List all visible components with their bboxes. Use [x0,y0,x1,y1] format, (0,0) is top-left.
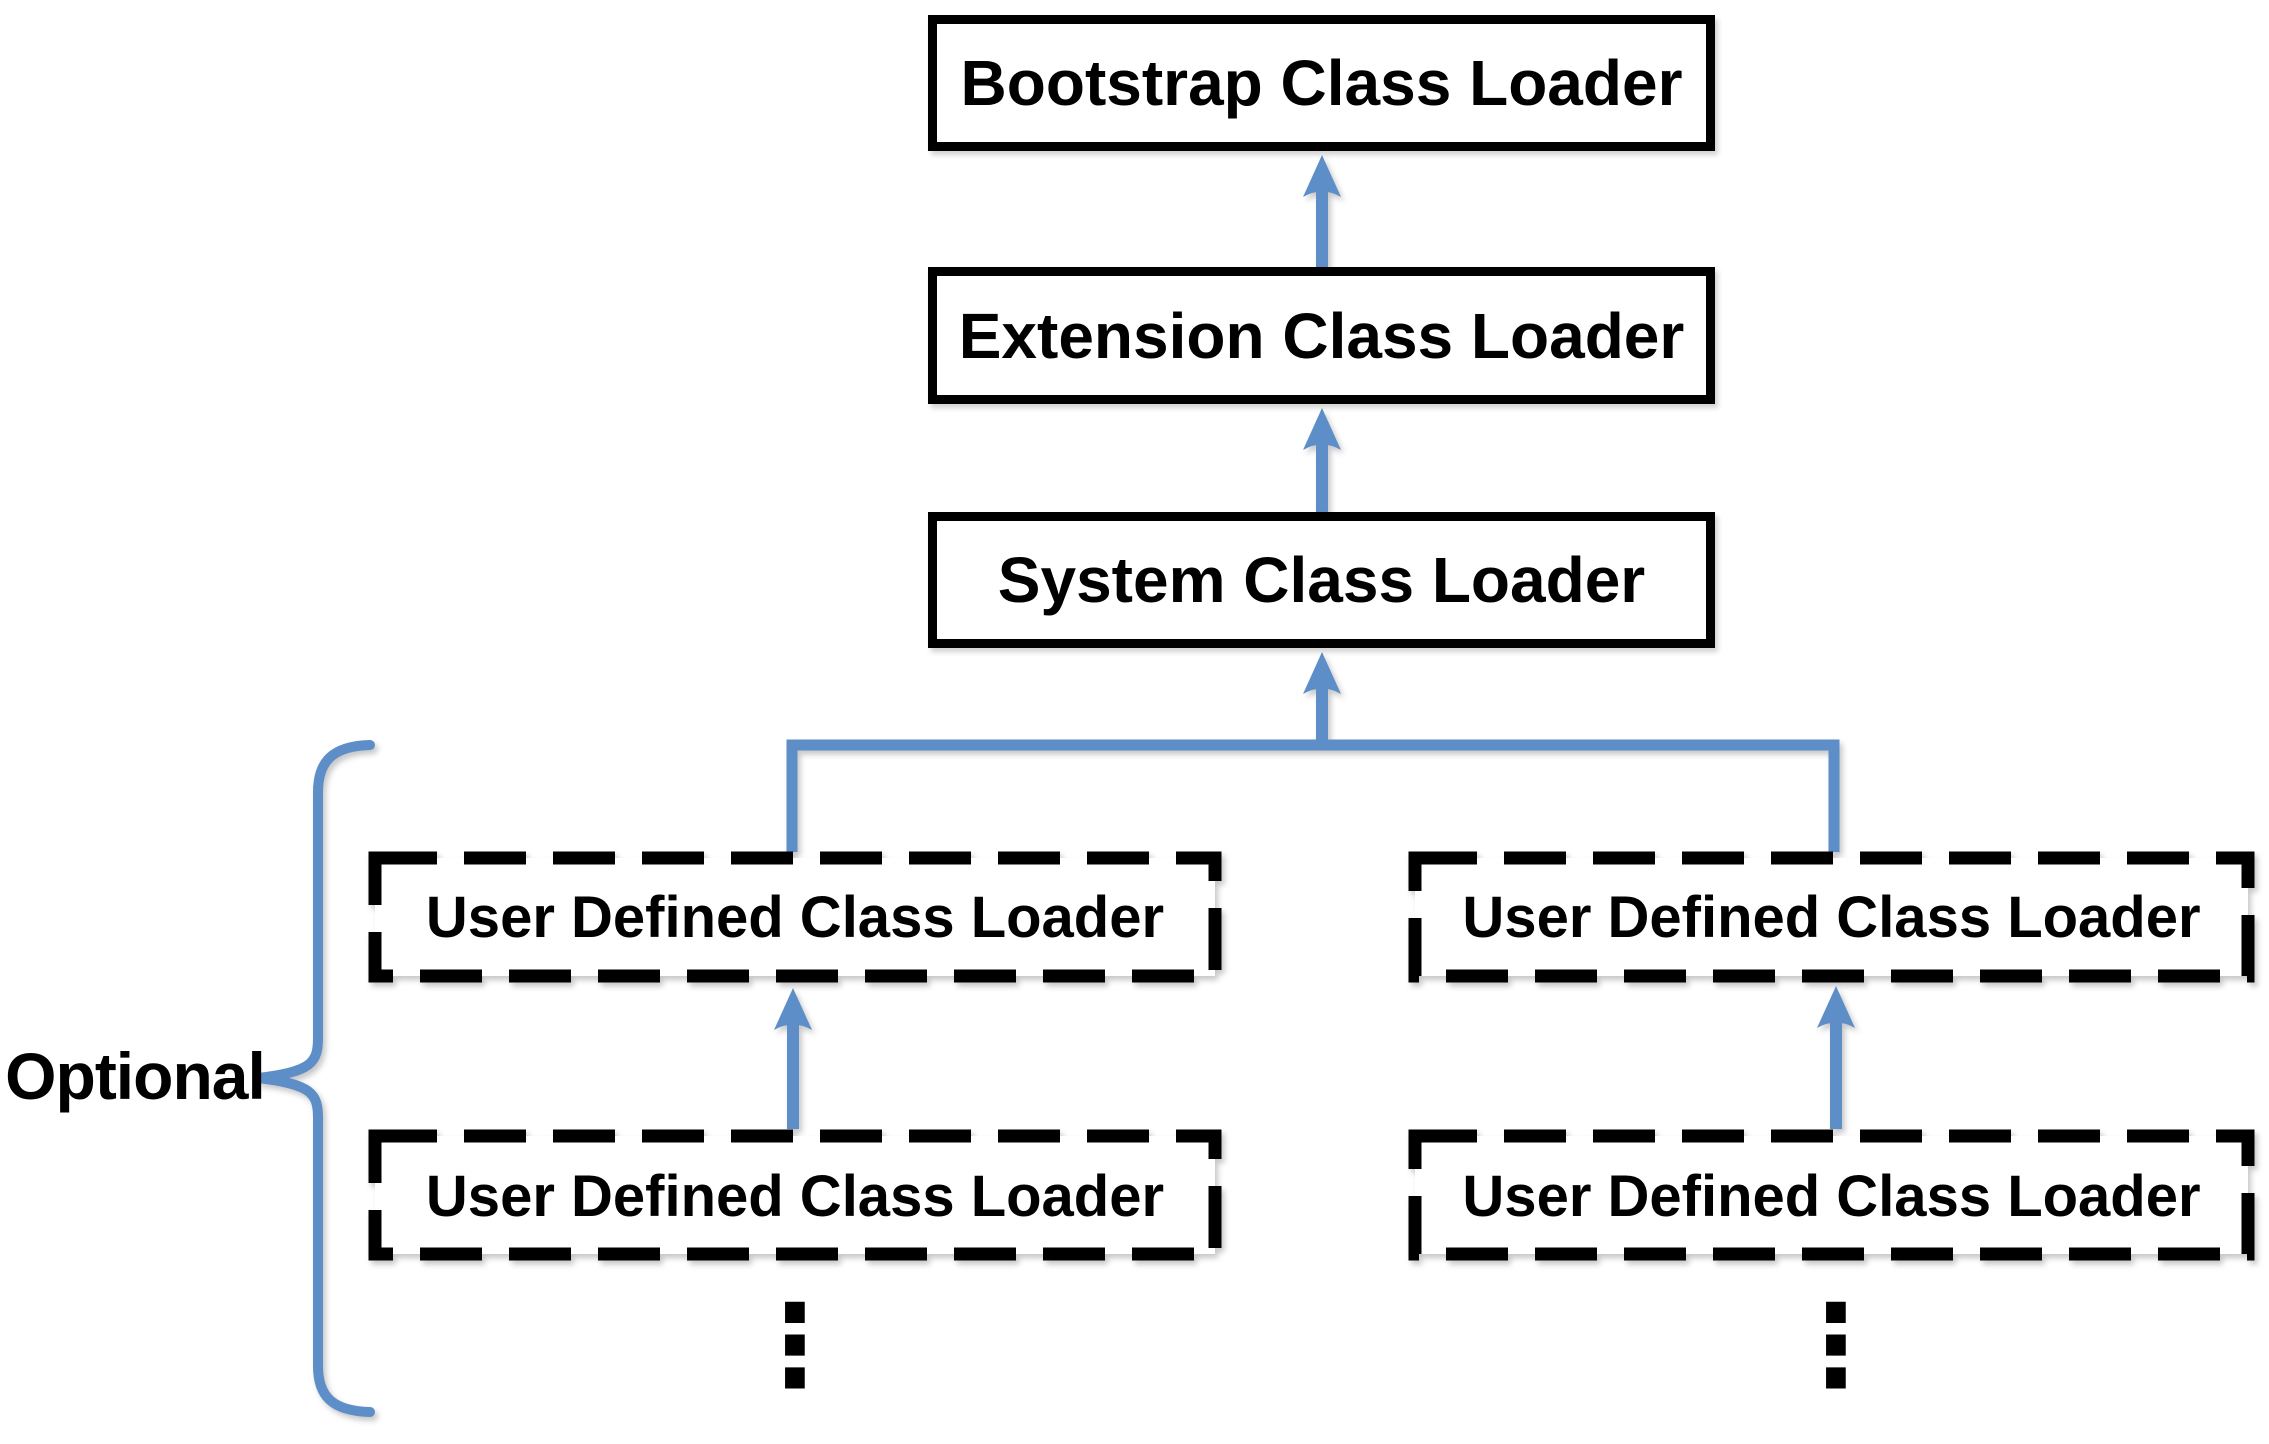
node-user-right-top-border [1408,851,2255,983]
node-user-left-top-border [368,851,1222,983]
node-user-right-bottom-border [1408,1129,2255,1261]
arrow-extension-to-bootstrap [1303,155,1341,267]
arrow-user-right [1817,986,1855,1129]
node-system-class-loader: System Class Loader [928,512,1715,648]
node-label: System Class Loader [997,544,1646,616]
node-user-defined-right-bottom: User Defined Class Loader [1408,1130,2255,1262]
node-user-defined-left-bottom: User Defined Class Loader [368,1130,1222,1262]
node-label: User Defined Class Loader [425,884,1165,950]
node-label: User Defined Class Loader [1462,1163,2201,1229]
node-label: Bootstrap Class Loader [960,47,1683,119]
node-extension-class-loader: Extension Class Loader [928,267,1715,404]
arrow-system-to-extension [1303,408,1341,512]
arrow-connector-to-system [1303,652,1341,747]
vertical-ellipsis-left-icon: ⋮ [739,1281,851,1411]
node-label: Extension Class Loader [958,299,1685,372]
node-bootstrap-class-loader: Bootstrap Class Loader [928,15,1715,151]
optional-label: Optional [5,1039,266,1113]
node-user-defined-right-top: User Defined Class Loader [1408,852,2255,982]
branch-connector-line [786,739,1840,852]
node-user-defined-left-top: User Defined Class Loader [368,852,1222,982]
node-user-left-bottom-border [368,1129,1222,1261]
node-label: User Defined Class Loader [425,1163,1165,1229]
vertical-ellipsis-right-icon: ⋮ [1780,1281,1892,1411]
node-label: User Defined Class Loader [1462,884,2201,950]
arrow-user-left [774,988,812,1129]
optional-brace [257,740,375,1417]
